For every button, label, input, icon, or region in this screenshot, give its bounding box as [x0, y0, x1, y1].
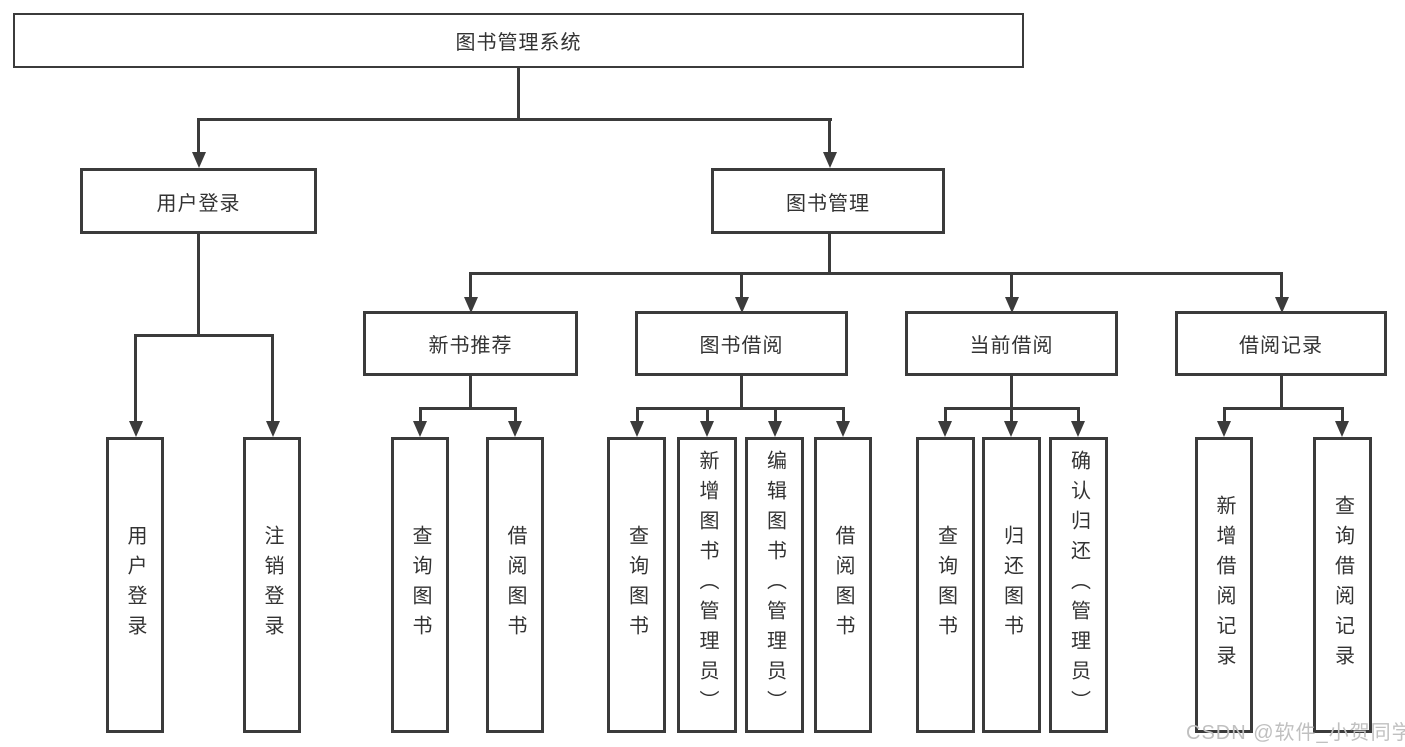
leaf-query-borrow-record: 查询借阅记录 [1313, 437, 1372, 733]
leaf-label: 新增借阅记录 [1213, 495, 1235, 675]
leaf-edit-books-admin: 编辑图书（管理员） [745, 437, 804, 733]
connector-line [636, 407, 844, 410]
leaf-add-books-admin: 新增图书（管理员） [677, 437, 737, 733]
arrowhead-down [735, 297, 749, 313]
watermark: CSDN @软件_小贺同学 [1186, 722, 1405, 744]
connector-line [271, 334, 274, 423]
connector-line [1010, 376, 1013, 410]
connector-line [469, 272, 472, 300]
connector-line [419, 407, 517, 410]
connector-line [706, 407, 709, 423]
connector-line [1010, 407, 1013, 423]
arrowhead-down [1217, 421, 1231, 437]
leaf-query-books-borrowing: 查询图书 [607, 437, 666, 733]
connector-line [740, 272, 743, 300]
leaf-label: 查询图书 [409, 525, 431, 645]
connector-line [1280, 272, 1283, 300]
leaf-query-books-current: 查询图书 [916, 437, 975, 733]
leaf-label: 编辑图书（管理员） [763, 450, 786, 720]
leaf-add-borrow-record: 新增借阅记录 [1195, 437, 1253, 733]
connector-line [842, 407, 845, 423]
arrowhead-down [1004, 421, 1018, 437]
connector-line [740, 376, 743, 410]
connector-line [469, 272, 1283, 275]
leaf-label: 借阅图书 [832, 525, 854, 645]
arrowhead-down [1005, 297, 1019, 313]
connector-line [636, 407, 639, 423]
connector-line [517, 68, 520, 121]
connector-line [134, 334, 137, 423]
leaf-label: 用户登录 [124, 525, 146, 645]
connector-line [1077, 407, 1080, 423]
leaf-label: 借阅图书 [504, 525, 526, 645]
connector-line [828, 234, 831, 275]
node-user-login: 用户登录 [80, 168, 317, 234]
arrowhead-down [1275, 297, 1289, 313]
connector-line [944, 407, 947, 423]
arrowhead-down [938, 421, 952, 437]
leaf-confirm-return-admin: 确认归还（管理员） [1049, 437, 1108, 733]
arrowhead-down [700, 421, 714, 437]
arrowhead-down [266, 421, 280, 437]
connector-line [1010, 272, 1013, 300]
leaf-label: 新增图书（管理员） [696, 450, 718, 720]
connector-line [197, 118, 832, 121]
leaf-label: 归还图书 [1000, 525, 1023, 645]
arrowhead-down [192, 152, 206, 168]
arrowhead-down [413, 421, 427, 437]
node-new-book-recommendation: 新书推荐 [363, 311, 578, 376]
leaf-borrow-books-borrowing: 借阅图书 [814, 437, 872, 733]
connector-line [1280, 376, 1283, 410]
connector-line [1223, 407, 1226, 423]
leaf-label: 注销登录 [261, 525, 283, 645]
connector-line [1223, 407, 1343, 410]
leaf-logout: 注销登录 [243, 437, 301, 733]
connector-line [828, 118, 831, 154]
leaf-label: 确认归还（管理员） [1067, 450, 1090, 720]
arrowhead-down [768, 421, 782, 437]
arrowhead-down [1335, 421, 1349, 437]
arrowhead-down [836, 421, 850, 437]
arrowhead-down [823, 152, 837, 168]
arrowhead-down [630, 421, 644, 437]
leaf-return-books: 归还图书 [982, 437, 1041, 733]
node-borrowing-records: 借阅记录 [1175, 311, 1387, 376]
node-library-management-system: 图书管理系统 [13, 13, 1024, 68]
leaf-user-login: 用户登录 [106, 437, 164, 733]
leaf-label: 查询借阅记录 [1331, 495, 1354, 675]
connector-line [197, 234, 200, 337]
connector-line [419, 407, 422, 423]
arrowhead-down [129, 421, 143, 437]
connector-line [514, 407, 517, 423]
node-book-borrowing: 图书借阅 [635, 311, 848, 376]
arrowhead-down [1071, 421, 1085, 437]
leaf-borrow-books-recommend: 借阅图书 [486, 437, 544, 733]
arrowhead-down [464, 297, 478, 313]
leaf-query-books-recommend: 查询图书 [391, 437, 449, 733]
connector-line [197, 118, 200, 154]
arrowhead-down [508, 421, 522, 437]
connector-line [774, 407, 777, 423]
node-book-management: 图书管理 [711, 168, 945, 234]
leaf-label: 查询图书 [625, 525, 648, 645]
connector-line [1341, 407, 1344, 423]
connector-line [469, 376, 472, 410]
node-current-borrowing: 当前借阅 [905, 311, 1118, 376]
leaf-label: 查询图书 [934, 525, 957, 645]
connector-line [134, 334, 274, 337]
